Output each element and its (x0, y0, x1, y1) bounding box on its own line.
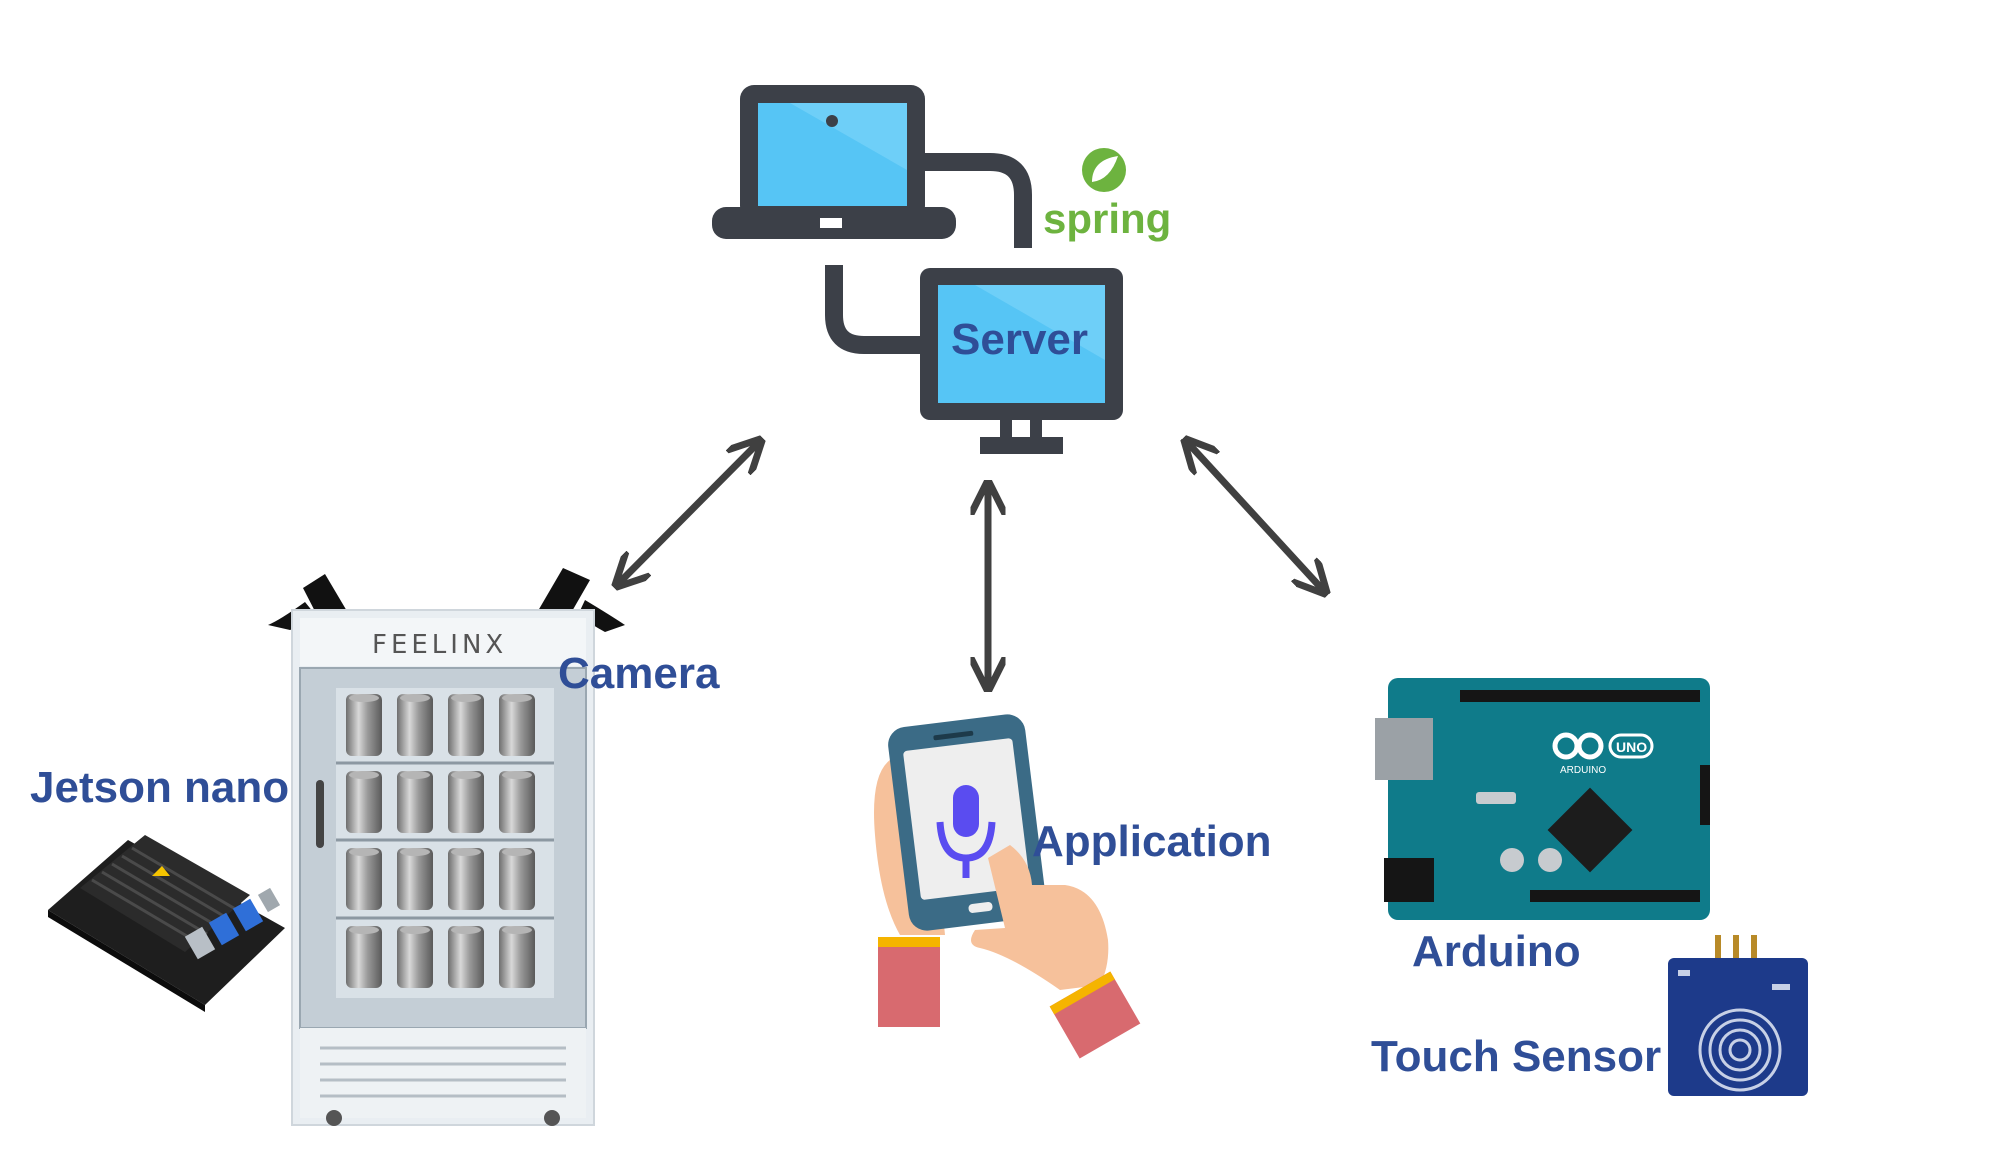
can (499, 694, 535, 756)
can-top (451, 848, 481, 856)
can (346, 694, 382, 756)
server-label: Server (951, 315, 1089, 364)
can (499, 771, 535, 833)
can (448, 926, 484, 988)
monitor-icon (920, 268, 1123, 454)
svg-text:ARDUINO: ARDUINO (1560, 765, 1606, 776)
can-top (400, 694, 430, 702)
arrow-server-camera (619, 443, 758, 583)
can (346, 848, 382, 910)
application-label: Application (1032, 817, 1272, 866)
fridge-brand-label: FEELINX (372, 630, 508, 660)
can-top (400, 848, 430, 856)
arduino-board-icon: UNO ARDUINO (1375, 678, 1710, 920)
can-top (349, 771, 379, 779)
touch-sensor-icon (1668, 935, 1808, 1096)
can-top (451, 926, 481, 934)
jetson-nano-label: Jetson nano (30, 763, 290, 812)
microphone-icon (936, 785, 996, 878)
can-top (400, 771, 430, 779)
can (346, 926, 382, 988)
jetson-board-icon (48, 835, 285, 1012)
can-top (502, 926, 532, 934)
spring-leaf-icon (1082, 148, 1126, 192)
can (397, 926, 433, 988)
can-top (349, 848, 379, 856)
can-top (349, 926, 379, 934)
svg-text:UNO: UNO (1616, 739, 1647, 755)
can (499, 926, 535, 988)
can-top (502, 771, 532, 779)
can-top (451, 694, 481, 702)
fridge-icon (291, 609, 595, 1126)
can-top (502, 694, 532, 702)
arrow-server-arduino (1188, 443, 1323, 590)
can (397, 694, 433, 756)
can (346, 771, 382, 833)
phone-hand-icon (874, 714, 1141, 1059)
can (448, 694, 484, 756)
laptop-icon (712, 85, 956, 239)
can (499, 848, 535, 910)
camera-label: Camera (558, 649, 720, 698)
can-top (451, 771, 481, 779)
can (448, 848, 484, 910)
can (397, 848, 433, 910)
can (397, 771, 433, 833)
can-top (400, 926, 430, 934)
touch-sensor-label: Touch Sensor (1371, 1032, 1662, 1081)
can (448, 771, 484, 833)
cable-monitor-to-laptop (825, 265, 925, 354)
cable-laptop-to-server (925, 153, 1032, 248)
can-top (349, 694, 379, 702)
can-top (502, 848, 532, 856)
arduino-label: Arduino (1412, 927, 1581, 976)
spring-label: spring (1043, 195, 1172, 242)
